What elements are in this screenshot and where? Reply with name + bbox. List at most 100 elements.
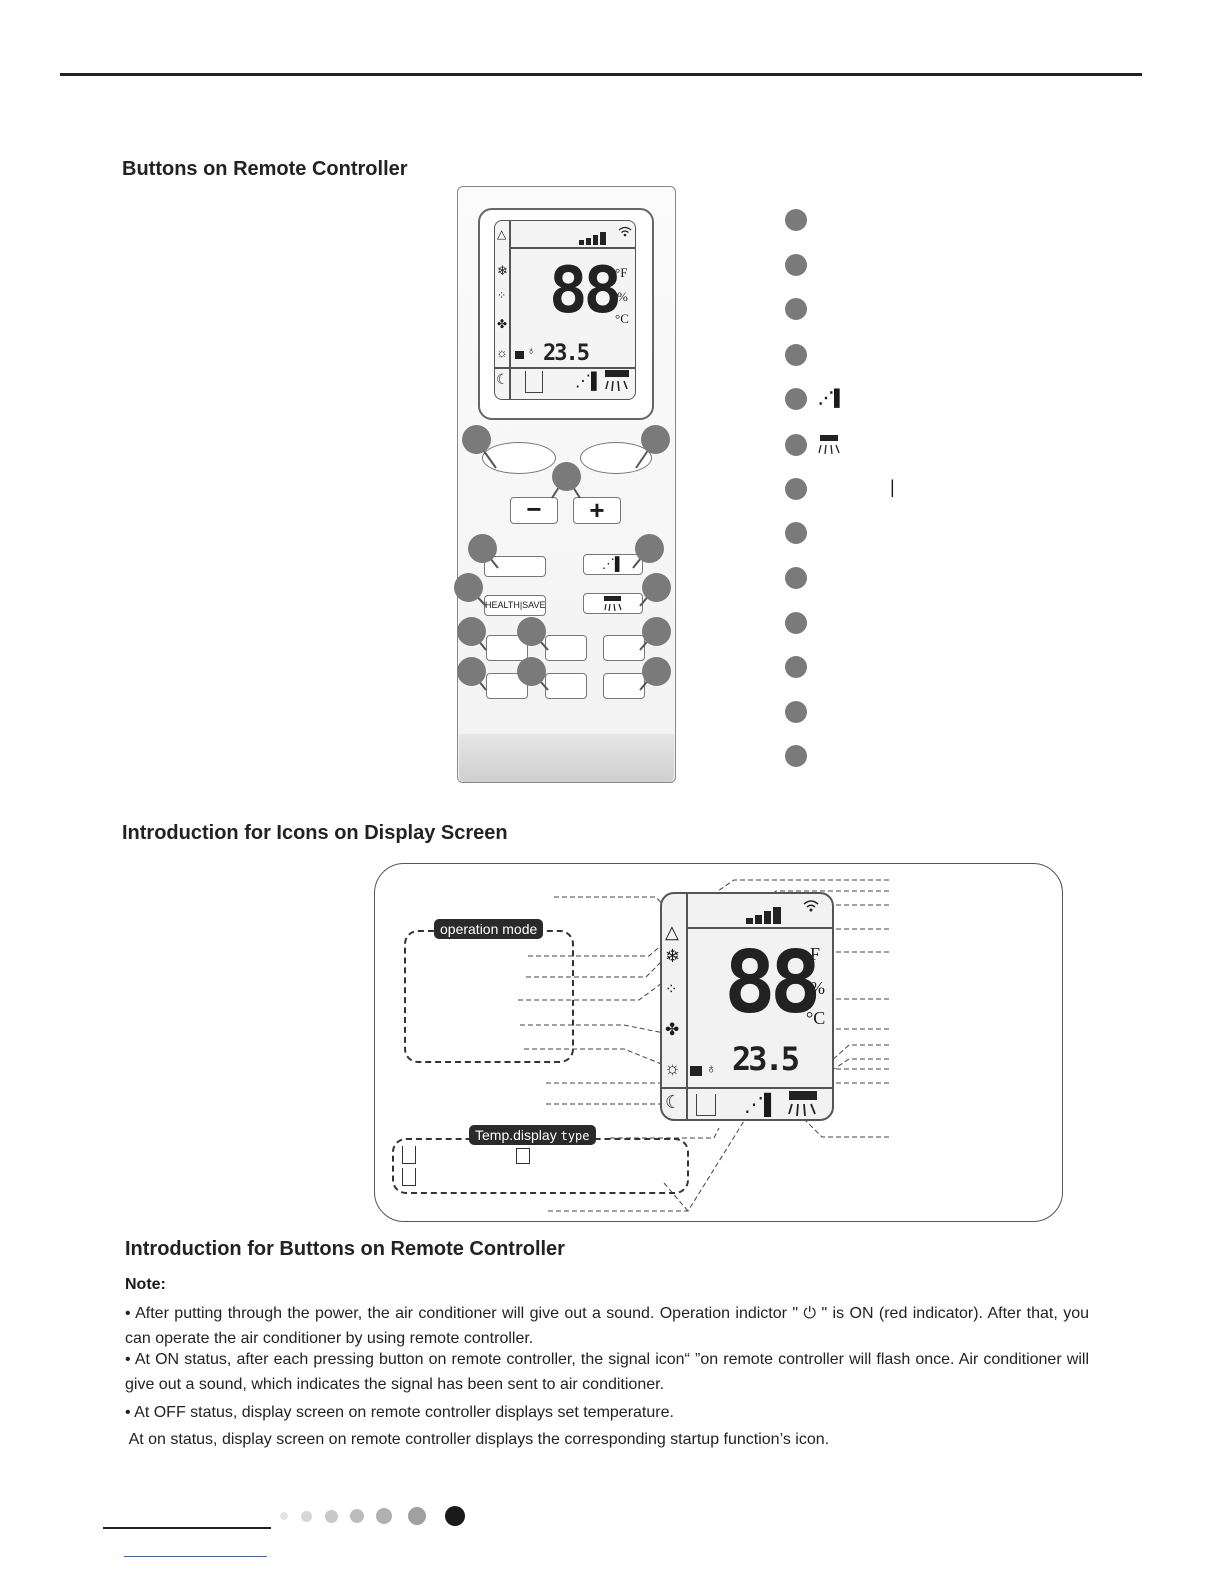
legend-dot-9 — [785, 567, 807, 589]
footer-link-underline[interactable] — [124, 1556, 267, 1557]
callout-dot — [468, 534, 497, 563]
remote-base — [459, 734, 674, 782]
sleep-icon: ☾ — [496, 371, 509, 387]
unit-celsius: °C — [615, 311, 629, 326]
big-lcd-small-digits: 23.5 — [732, 1040, 800, 1078]
page-dot — [280, 1512, 288, 1520]
legend-swing-leftright-icon — [818, 435, 840, 455]
cool-mode-icon: ❄ — [665, 946, 681, 966]
callout-dot — [454, 573, 483, 602]
temp-display-label: Temp.display type — [469, 1125, 596, 1145]
indoor-temp-icon — [696, 1094, 716, 1116]
fan-button[interactable] — [484, 556, 546, 577]
lock-icon — [690, 1066, 702, 1076]
big-lcd-divider-v — [686, 894, 688, 1119]
temp-display-label-text: Temp.display — [475, 1127, 557, 1143]
note-paragraph-2: • At ON status, after each pressing butt… — [125, 1351, 1089, 1393]
swing-updown-icon: ⋰▌ — [744, 1094, 779, 1116]
wifi-signal-icon — [618, 226, 632, 237]
signal-strength-icon — [579, 232, 606, 245]
big-lcd-unit-c: °C — [806, 1008, 826, 1028]
legend-dot-12 — [785, 701, 807, 723]
note-title: Note: — [125, 1276, 166, 1293]
legend-dot-13 — [785, 745, 807, 767]
remote-screen: △ ❄ ⁘ ✤ ☼ ☾ 88 °F % °C 23.5 ♁ — [478, 208, 654, 420]
callout-dot — [457, 617, 486, 646]
unit-fahrenheit: °F — [615, 265, 628, 280]
indoor-temp-icon — [525, 371, 543, 393]
lcd-small-digits: 23.5 — [543, 341, 590, 366]
page-dot — [408, 1507, 426, 1525]
footer-rule — [103, 1527, 271, 1529]
callout-dot — [517, 657, 546, 686]
callout-dot — [642, 657, 671, 686]
callout-dot — [642, 573, 671, 602]
grid-button-6[interactable] — [603, 673, 645, 699]
page-dot — [301, 1511, 312, 1522]
swing-leftright-button-icon — [604, 596, 622, 612]
icons-section-title: Introduction for Icons on Display Screen — [122, 822, 508, 844]
lcd-divider-bottom — [495, 367, 636, 369]
big-lcd-digits: 88 — [724, 933, 822, 1033]
big-lcd-divider-top — [686, 927, 832, 929]
callout-dot — [635, 534, 664, 563]
auto-mode-icon: △ — [497, 227, 507, 241]
dry-mode-icon: ⁘ — [665, 981, 678, 998]
power-button[interactable] — [580, 442, 652, 474]
heat-mode-icon: ☼ — [664, 1058, 681, 1078]
heat-mode-icon: ☼ — [496, 345, 508, 360]
big-lcd-divider-bottom — [662, 1087, 832, 1089]
note-paragraph-1: • After putting through the power, the a… — [125, 1305, 1089, 1347]
legend-dot-5 — [785, 388, 807, 410]
auto-mode-icon: △ — [665, 922, 679, 942]
light-icon: ♁ — [527, 345, 536, 357]
operation-mode-box — [404, 930, 574, 1063]
mode-button[interactable] — [482, 442, 556, 474]
display-icons-panel — [374, 863, 1063, 1222]
cool-mode-icon: ❄ — [497, 263, 508, 278]
legend-dot-10 — [785, 612, 807, 634]
top-rule — [60, 73, 1142, 76]
legend-dot-8 — [785, 522, 807, 544]
indoor-house-icon — [402, 1146, 416, 1164]
lcd-divider-top — [509, 247, 636, 249]
legend-dot-4 — [785, 344, 807, 366]
big-lcd-unit-pct: % — [810, 978, 825, 998]
legend-dot-3 — [785, 298, 807, 320]
legend-item7-bar: | — [890, 477, 895, 497]
unit-percent: % — [617, 289, 628, 304]
callout-dot — [457, 657, 486, 686]
callout-dot — [641, 425, 670, 454]
light-icon: ♁ — [706, 1060, 717, 1076]
page-dot-active — [445, 1506, 465, 1526]
legend-dot-11 — [785, 656, 807, 678]
wifi-signal-icon — [803, 900, 819, 912]
swing-leftright-icon — [605, 370, 629, 392]
swing-leftright-icon — [788, 1091, 817, 1117]
remote-controller: △ ❄ ⁘ ✤ ☼ ☾ 88 °F % °C 23.5 ♁ — [457, 186, 676, 783]
callout-dot — [642, 617, 671, 646]
display-lcd: △ ❄ ⁘ ✤ ☼ ☾ 88 F % °C 23.5 ♁ ⋰▌ — [660, 892, 834, 1121]
swing-updown-button[interactable]: ⋰▌ — [583, 554, 643, 575]
lock-icon — [515, 351, 524, 359]
grid-button-3[interactable] — [603, 635, 645, 661]
temp-down-button[interactable]: − — [510, 496, 558, 524]
grid-button-2[interactable] — [545, 635, 587, 661]
buttons-section-title: Buttons on Remote Controller — [122, 158, 408, 180]
temp-display-box — [392, 1138, 689, 1194]
page-dot — [350, 1509, 364, 1523]
fan-mode-icon: ✤ — [665, 1020, 680, 1039]
legend-swing-updown-icon: ⋰▌ — [818, 390, 846, 407]
lcd-divider-vertical — [509, 221, 511, 399]
swing-updown-icon: ⋰▌ — [575, 373, 603, 390]
temp-up-button[interactable]: + — [573, 497, 621, 524]
legend-dot-7 — [785, 478, 807, 500]
lcd-main-digits: 88 — [549, 254, 622, 328]
dry-mode-icon: ⁘ — [497, 290, 507, 302]
set-temp-house-icon — [516, 1148, 530, 1164]
callout-dot — [552, 462, 581, 491]
legend-dot-6 — [785, 434, 807, 456]
legend-dot-1 — [785, 209, 807, 231]
big-lcd-unit-f: F — [810, 944, 821, 964]
indoor-house-roof — [400, 1144, 418, 1145]
